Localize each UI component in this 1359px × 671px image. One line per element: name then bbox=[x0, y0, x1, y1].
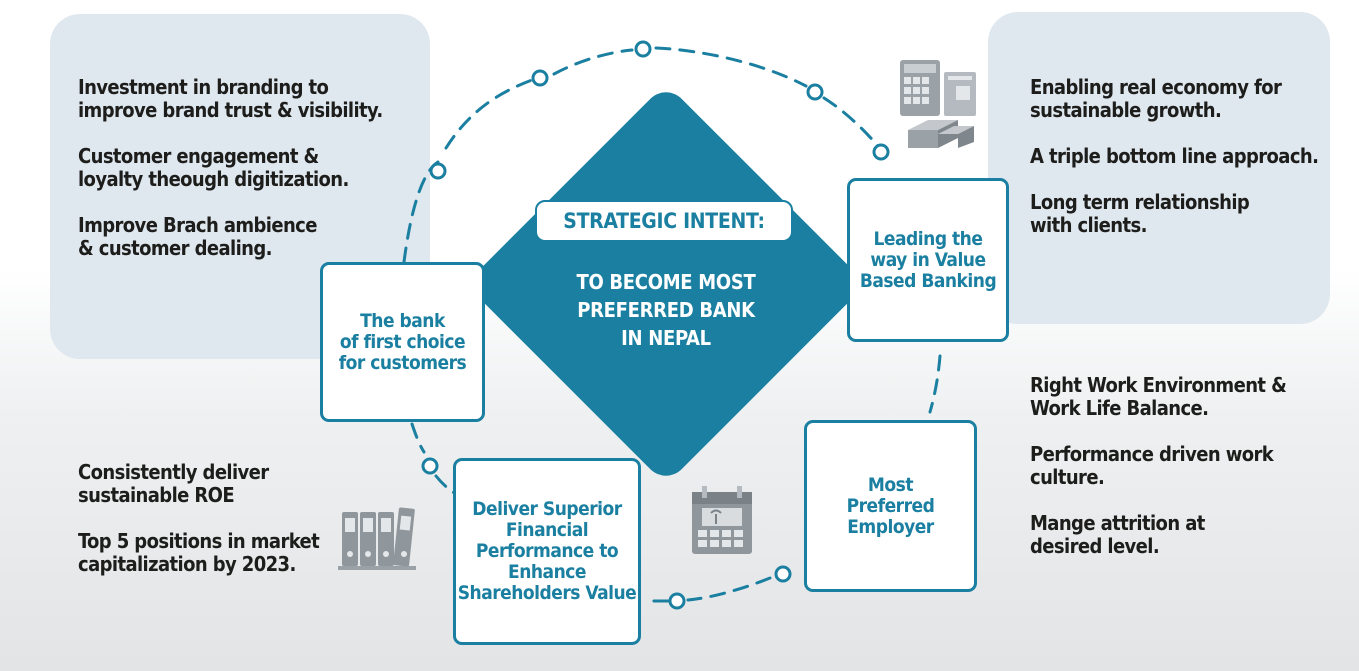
list-item: Consistently deliver sustainable ROE bbox=[78, 460, 269, 507]
connector-dot bbox=[421, 457, 439, 475]
connector-dot bbox=[872, 143, 890, 161]
connector-dot bbox=[806, 83, 824, 101]
connector-dot bbox=[531, 69, 549, 87]
node-value-banking: Leading the way in Value Based Banking bbox=[847, 178, 1009, 342]
list-item: Improve Brach ambience & customer dealin… bbox=[78, 213, 317, 260]
strategic-intent-title: STRATEGIC INTENT: bbox=[535, 200, 793, 242]
list-item: A triple bottom line approach. bbox=[1030, 144, 1319, 168]
node-value-banking-label: Leading the way in Value Based Banking bbox=[859, 227, 997, 292]
binders-icon bbox=[338, 507, 416, 570]
connector-dot bbox=[774, 565, 792, 583]
node-first-choice: The bank of first choice for customers bbox=[320, 262, 485, 422]
list-item: Right Work Environment & Work Life Balan… bbox=[1030, 373, 1287, 420]
left-top-list: Investment in branding to improve brand … bbox=[78, 76, 408, 260]
node-first-choice-label: The bank of first choice for customers bbox=[338, 309, 467, 374]
connector-dot bbox=[668, 592, 686, 610]
calculator-gold-icon bbox=[900, 60, 976, 148]
list-item: Customer engagement & loyalty theough di… bbox=[78, 144, 349, 191]
node-preferred-employer-label: Most Preferred Employer bbox=[846, 473, 935, 538]
strategic-intent-body: TO BECOME MOST PREFERRED BANK IN NEPAL bbox=[576, 270, 756, 350]
list-item: Performance driven work culture. bbox=[1030, 442, 1274, 489]
connector-dot bbox=[634, 40, 652, 58]
node-financial-performance: Deliver Superior Financial Performance t… bbox=[453, 458, 641, 645]
connector-dot bbox=[429, 162, 447, 180]
node-financial-performance-label: Deliver Superior Financial Performance t… bbox=[457, 498, 637, 604]
list-item: Long term relationship with clients. bbox=[1030, 190, 1250, 237]
list-item: Mange attrition at desired level. bbox=[1030, 511, 1205, 558]
list-item: Top 5 positions in market capitalization… bbox=[78, 529, 320, 576]
right-bottom-list: Right Work Environment & Work Life Balan… bbox=[1030, 374, 1320, 558]
node-preferred-employer: Most Preferred Employer bbox=[804, 420, 977, 592]
right-info-panel bbox=[988, 12, 1330, 324]
calendar-icon bbox=[692, 486, 752, 554]
list-item: Investment in branding to improve brand … bbox=[78, 75, 383, 122]
right-top-list: Enabling real economy for sustainable gr… bbox=[1030, 76, 1320, 237]
left-bottom-list: Consistently deliver sustainable ROE Top… bbox=[78, 461, 328, 576]
list-item: Enabling real economy for sustainable gr… bbox=[1030, 75, 1282, 122]
